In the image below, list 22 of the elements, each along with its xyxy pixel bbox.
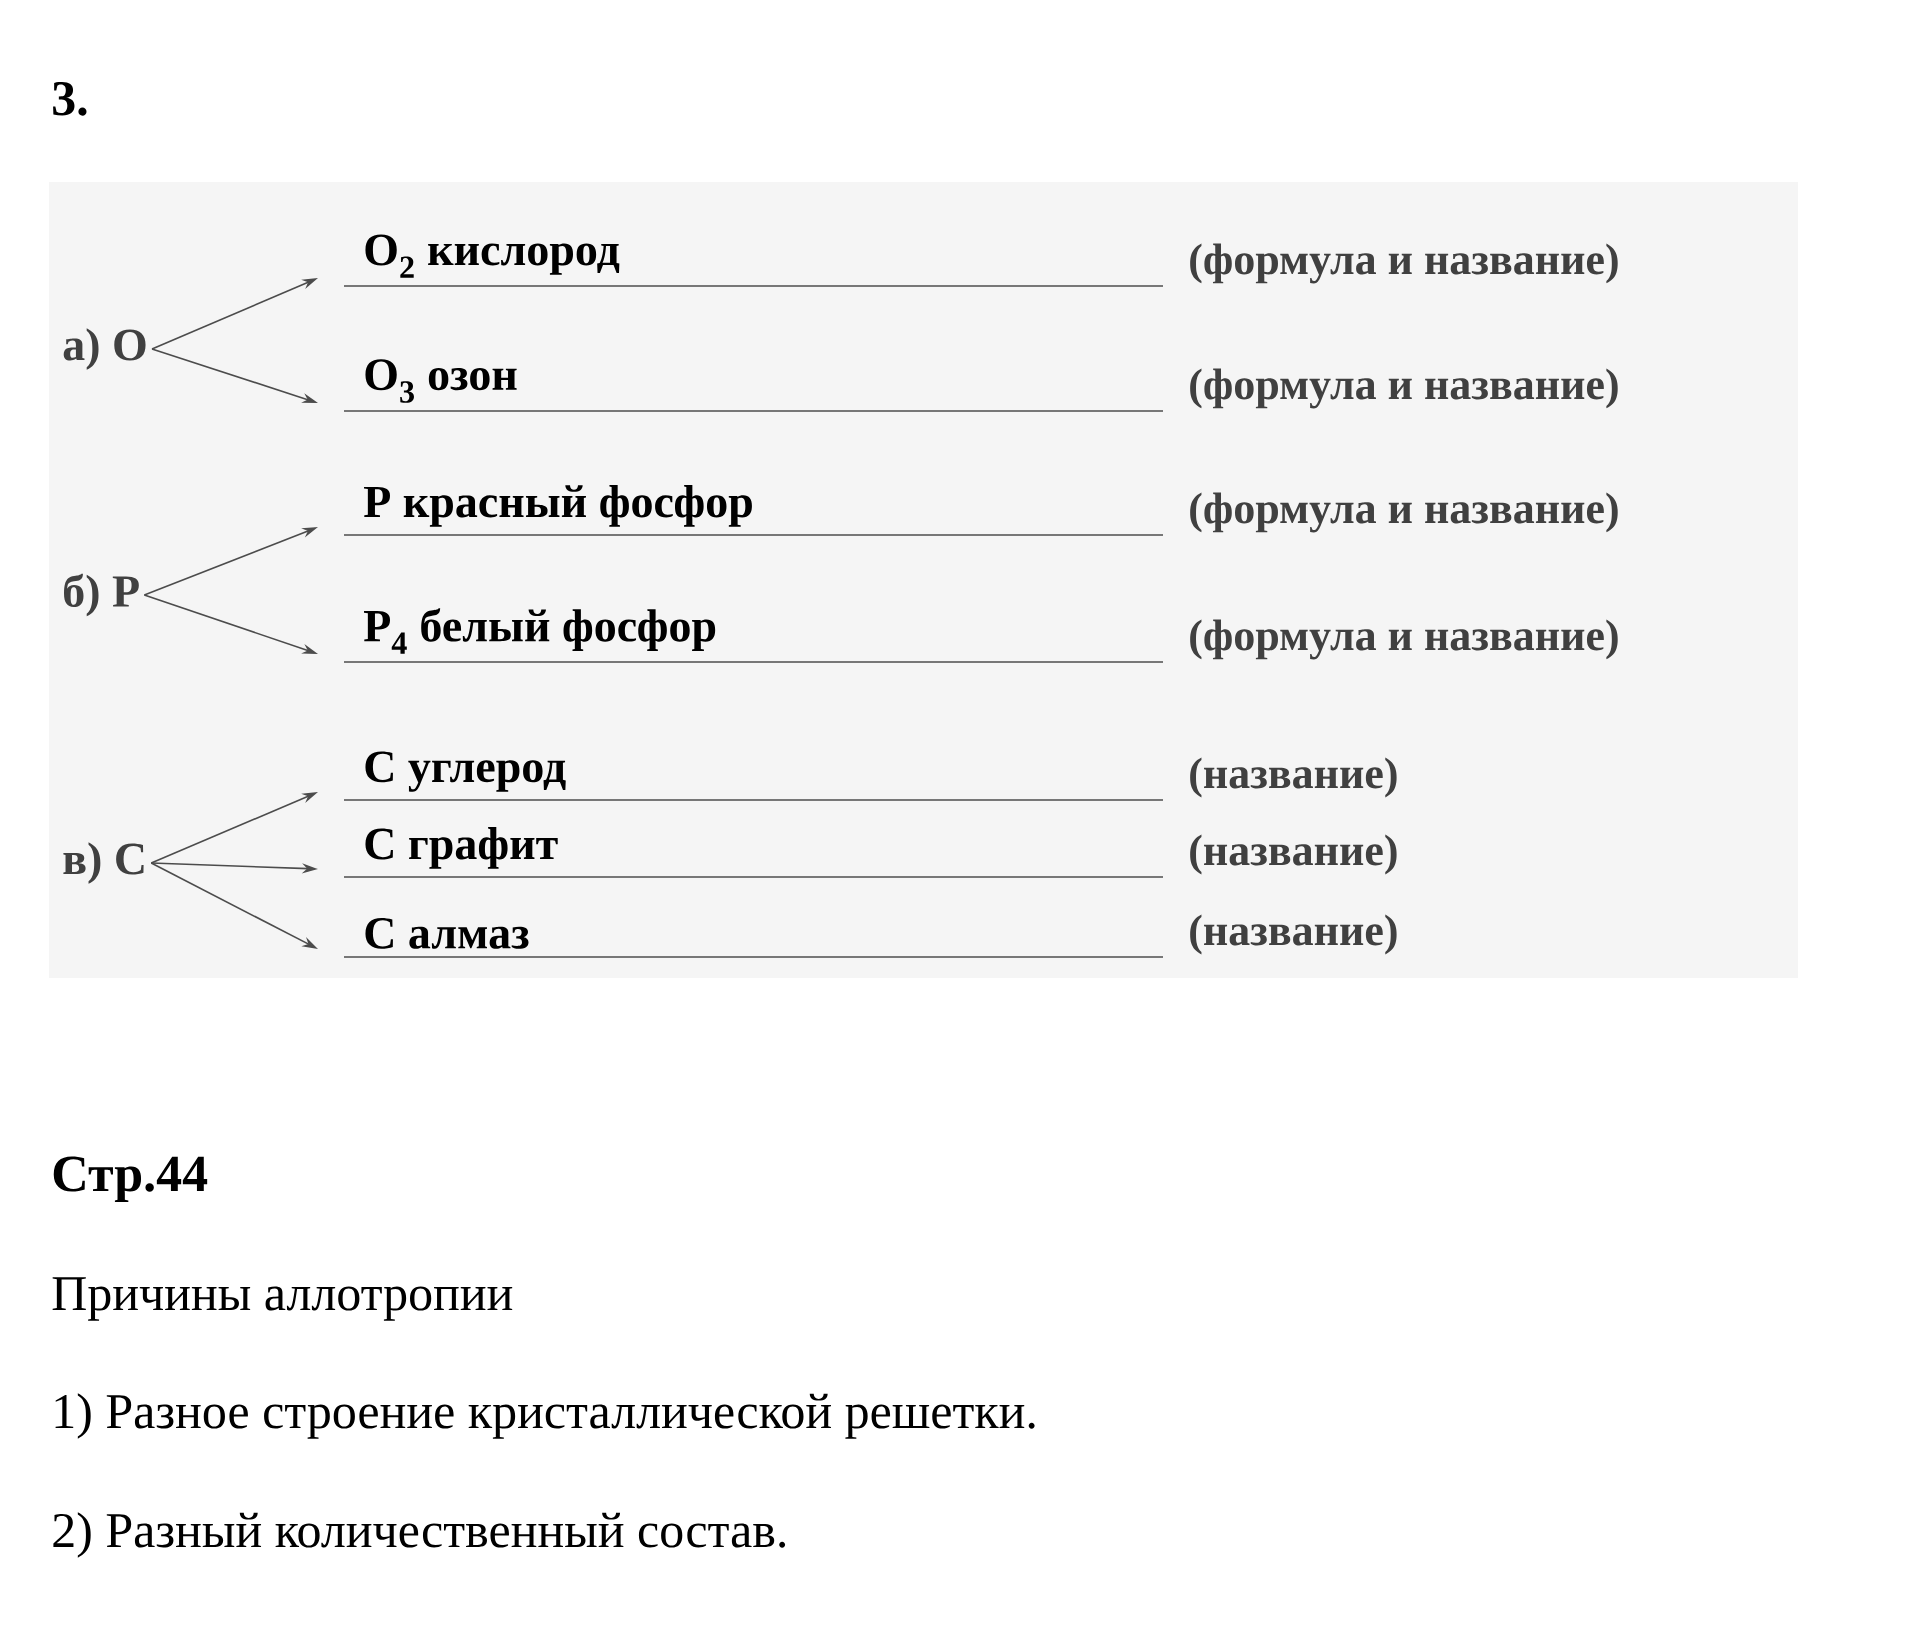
- answer-line: P красный фосфор: [343, 485, 1164, 536]
- answer-line: O$_{3}$ озон: [343, 359, 1164, 412]
- hint-text: (формула и название): [1190, 619, 1618, 660]
- answer-text: Причины аллотропии: [52, 1277, 513, 1321]
- answer-line: P$_{4}$ белый фосфор: [343, 608, 1164, 663]
- answer-text: 2) Разный количественный состав.: [53, 1512, 786, 1558]
- page-heading: Стр.44: [53, 1156, 208, 1203]
- hint-text: (формула и название): [1190, 243, 1618, 284]
- hint-text: (название): [1190, 914, 1397, 955]
- hint-text: (название): [1190, 834, 1397, 875]
- hint-text: (название): [1190, 757, 1397, 798]
- answer-line: C углерод: [343, 751, 1164, 801]
- hint-text: (формула и название): [1190, 368, 1618, 409]
- element-label: а) O: [63, 328, 146, 370]
- answer-line: C графит: [343, 827, 1164, 878]
- task-number: 3.: [53, 81, 87, 116]
- answer-line: O$_{2}$ кислород: [343, 234, 1164, 287]
- hint-text: (формула и название): [1190, 492, 1618, 533]
- answer-text: 1) Разное строение кристаллической решетки.: [55, 1393, 1035, 1439]
- answer-line: C алмаз: [343, 917, 1164, 958]
- element-label: в) C: [63, 842, 144, 884]
- element-label: б) P: [64, 573, 139, 617]
